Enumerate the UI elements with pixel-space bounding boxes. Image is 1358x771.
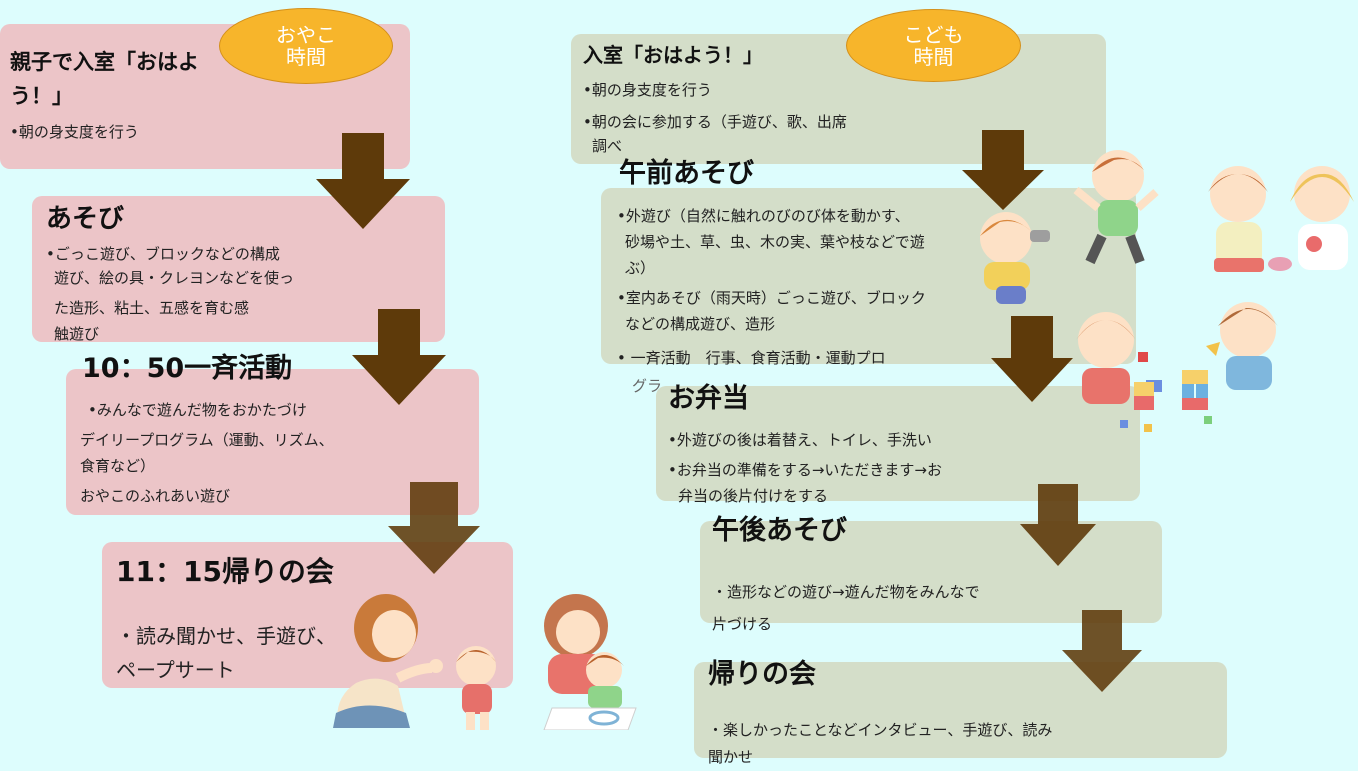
kodomo-time-badge: こども 時間: [846, 9, 1021, 82]
oyako-entry-title-1: 親子で入室「おはよ: [10, 50, 199, 74]
kodomo-morning-line-6: • 一斉活動 行事、食育活動・運動プロ: [617, 349, 886, 367]
boy-playing-illustration: [1198, 290, 1282, 400]
oyako-goodbye-title: 11：15帰りの会: [116, 555, 334, 588]
oyako-activity-line-1: •みんなで遊んだ物をおかたづけ: [88, 401, 307, 419]
block-tower-illustration: [1118, 360, 1218, 434]
oyako-goodbye-box: [102, 542, 513, 688]
down-arrow-icon: [316, 133, 410, 229]
kodomo-entry-item-2b: 調べ: [592, 137, 623, 155]
down-arrow-icon: [352, 309, 446, 405]
kodomo-afternoon-box: [700, 521, 1162, 623]
oyako-play-line-2: 遊び、絵の具・クレヨンなどを使っ: [54, 269, 295, 287]
crawling-boy-illustration: [966, 200, 1058, 308]
kodomo-afternoon-line-2: 片づける: [712, 615, 773, 633]
oyako-goodbye-line-2: ペープサート: [116, 658, 235, 682]
kodomo-morning-line-7: グラ: [632, 377, 663, 395]
down-arrow-icon: [1062, 610, 1142, 692]
kodomo-badge-line-2: 時間: [913, 44, 954, 69]
kodomo-entry-title: 入室「おはよう！」: [583, 43, 763, 67]
kodomo-goodbye-line-1: ・楽しかったことなどインタビュー、手遊び、読み: [708, 721, 1053, 739]
oyako-time-badge: おやこ 時間: [219, 8, 393, 84]
oyako-entry-title-2: う！」: [10, 84, 73, 108]
oyako-badge-line-2: 時間: [286, 45, 326, 69]
oyako-play-line-1: •ごっこ遊び、ブロックなどの構成: [46, 245, 280, 263]
oyako-goodbye-line-1: ・読み聞かせ、手遊び、: [116, 624, 336, 648]
kodomo-afternoon-title: 午後あそび: [712, 515, 847, 546]
kodomo-morning-title: 午前あそび: [619, 158, 754, 189]
oyako-play-title: あそび: [46, 204, 125, 234]
kodomo-entry-item-1: •朝の身支度を行う: [583, 81, 712, 99]
kodomo-lunch-line-1: •外遊びの後は着替え、トイレ、手洗い: [668, 431, 932, 449]
oyako-badge-line-1: おやこ: [276, 23, 336, 47]
kodomo-goodbye-title: 帰りの会: [708, 659, 816, 690]
down-arrow-icon: [962, 130, 1044, 210]
oyako-activity-line-2: デイリープログラム（運動、リズム、: [80, 431, 334, 449]
kodomo-morning-line-3: ぶ）: [625, 259, 656, 277]
running-boy-illustration: [1070, 142, 1160, 272]
kodomo-morning-line-2: 砂場や土、草、虫、木の実、葉や枝などで遊: [625, 233, 925, 251]
oyako-play-line-4: 触遊び: [54, 325, 100, 343]
kodomo-morning-line-1: •外遊び（自然に触れのびのび体を動かす、: [617, 207, 910, 225]
kodomo-afternoon-line-1: ・造形などの遊び→遊んだ物をみんなで: [712, 583, 980, 601]
oyako-play-line-3: た造形、粘土、五感を育む感: [54, 299, 250, 317]
two-girls-illustration: [1190, 152, 1358, 278]
oyako-activity-title: 10：50一斉活動: [82, 353, 293, 384]
kodomo-lunch-title: お弁当: [668, 383, 749, 414]
oyako-activity-line-4: おやこのふれあい遊び: [80, 487, 231, 505]
oyako-play-box: [32, 196, 445, 342]
kodomo-morning-line-4: •室内あそび（雨天時）ごっこ遊び、ブロック: [617, 289, 926, 307]
kodomo-goodbye-box: [694, 662, 1227, 758]
kodomo-badge-line-1: こども: [903, 22, 964, 47]
kodomo-goodbye-line-2: 聞かせ: [708, 748, 754, 766]
mother-and-child-drawing-illustration: [532, 590, 640, 730]
oyako-entry-item-1: •朝の身支度を行う: [10, 123, 139, 141]
kodomo-lunch-box: [656, 386, 1140, 501]
down-arrow-icon: [388, 482, 480, 574]
kodomo-entry-item-2: •朝の会に参加する（手遊び、歌、出席: [583, 113, 847, 131]
down-arrow-icon: [1020, 484, 1096, 566]
down-arrow-icon: [991, 316, 1073, 402]
mother-and-toddler-illustration: [328, 588, 513, 733]
kodomo-morning-line-5: などの構成遊び、造形: [625, 315, 776, 333]
kodomo-lunch-line-3: 弁当の後片付けをする: [678, 487, 829, 505]
oyako-activity-line-3: 食育など）: [80, 457, 156, 475]
kodomo-lunch-line-2: •お弁当の準備をする→いただきます→お: [668, 461, 942, 479]
